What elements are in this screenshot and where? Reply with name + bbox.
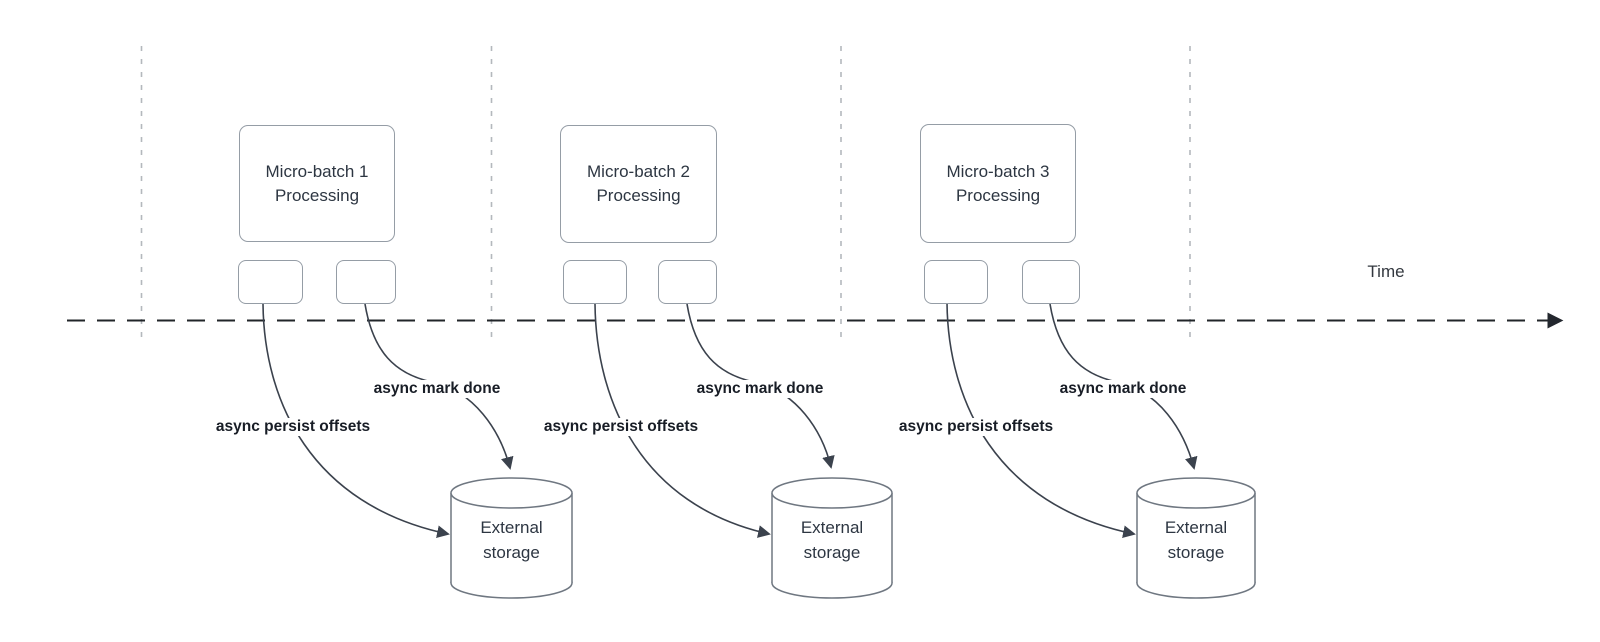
micro-batch-1-processing-box: Micro-batch 1 Processing bbox=[239, 125, 395, 242]
task-box-persist-3 bbox=[924, 260, 988, 304]
persist-offsets-edge-1 bbox=[262, 303, 450, 539]
task-box-persist-2 bbox=[563, 260, 627, 304]
external-storage-cylinder-2 bbox=[771, 477, 893, 599]
persist-offsets-edge-3 bbox=[946, 302, 1136, 539]
external-storage-label-1: External storage bbox=[480, 517, 543, 562]
task-box-done-1 bbox=[336, 260, 396, 304]
async-persist-offsets-label-2: async persist offsets bbox=[540, 418, 702, 436]
async-persist-offsets-label-3: async persist offsets bbox=[895, 418, 1057, 436]
async-mark-done-label-3: async mark done bbox=[1056, 380, 1190, 398]
async-persist-offsets-label-1: async persist offsets bbox=[212, 418, 374, 436]
external-storage-label-3: External storage bbox=[1164, 517, 1228, 562]
time-axis-label: Time bbox=[1367, 262, 1405, 281]
task-box-done-2 bbox=[658, 260, 717, 304]
external-storage-label-2: External storage bbox=[800, 517, 864, 562]
task-box-done-3 bbox=[1022, 260, 1080, 304]
task-box-persist-1 bbox=[238, 260, 303, 304]
micro-batch-2-processing-box: Micro-batch 2 Processing bbox=[560, 125, 717, 243]
async-mark-done-label-2: async mark done bbox=[693, 380, 827, 398]
external-storage-cylinder-1 bbox=[450, 477, 573, 599]
async-mark-done-label-1: async mark done bbox=[370, 380, 504, 398]
persist-offsets-edge-2 bbox=[594, 303, 771, 538]
external-storage-cylinder-3 bbox=[1136, 477, 1256, 599]
micro-batch-3-processing-box: Micro-batch 3 Processing bbox=[920, 124, 1076, 243]
